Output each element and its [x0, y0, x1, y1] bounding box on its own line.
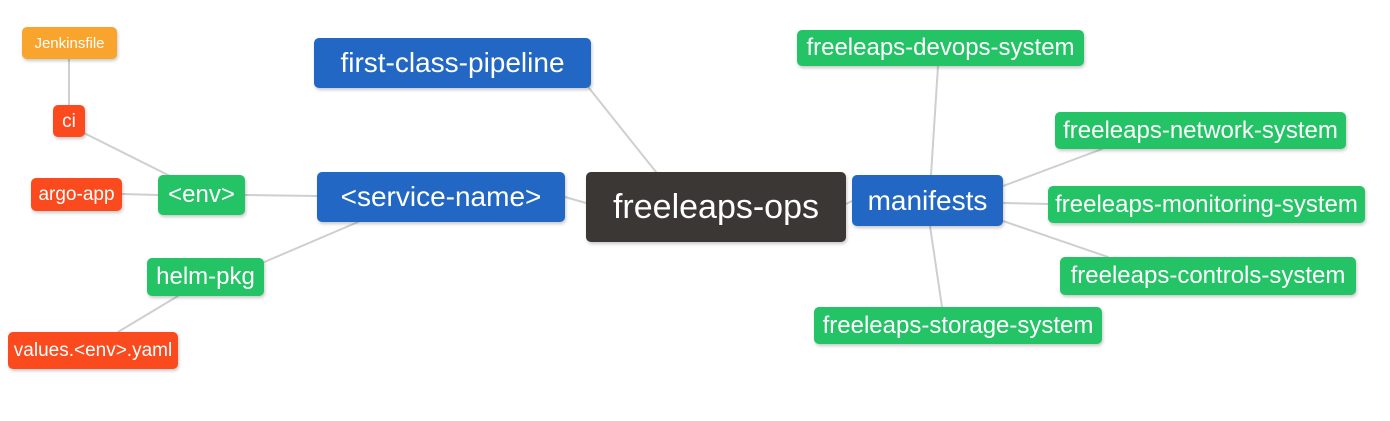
edge-manifests-storage-system: [929, 225, 943, 308]
node-helm-pkg[interactable]: helm-pkg: [147, 258, 264, 296]
node-values-env-yaml[interactable]: values.<env>.yaml: [8, 332, 178, 369]
node-service-name[interactable]: <service-name>: [317, 172, 565, 222]
edge-argo-app-env: [121, 193, 159, 196]
node-first-class-pipeline[interactable]: first-class-pipeline: [314, 38, 591, 88]
node-argo-app[interactable]: argo-app: [31, 178, 122, 211]
edge-manifests-controls-system: [1002, 220, 1109, 258]
edge-env-service-name: [244, 194, 318, 197]
node-monitoring-system[interactable]: freeleaps-monitoring-system: [1048, 186, 1365, 223]
node-ci[interactable]: ci: [53, 105, 85, 137]
edge-helm-pkg-service-name: [261, 221, 359, 264]
node-storage-system[interactable]: freeleaps-storage-system: [814, 307, 1102, 344]
node-env[interactable]: <env>: [158, 175, 245, 215]
node-controls-system[interactable]: freeleaps-controls-system: [1060, 257, 1356, 295]
edge-manifests-devops-system: [930, 65, 939, 176]
edge-first-class-pipeline-freeleaps-ops: [588, 87, 657, 173]
edge-manifests-monitoring-system: [1002, 202, 1049, 205]
node-jenkinsfile[interactable]: Jenkinsfile: [22, 27, 117, 59]
edge-ci-env: [81, 131, 173, 178]
node-network-system[interactable]: freeleaps-network-system: [1055, 112, 1346, 149]
node-manifests[interactable]: manifests: [852, 175, 1003, 226]
edge-service-name-freeleaps-ops: [564, 196, 587, 204]
edge-manifests-network-system: [1002, 148, 1103, 187]
node-devops-system[interactable]: freeleaps-devops-system: [797, 30, 1084, 66]
edge-values-env-yaml-helm-pkg: [117, 295, 179, 333]
node-freeleaps-ops[interactable]: freeleaps-ops: [586, 172, 846, 242]
